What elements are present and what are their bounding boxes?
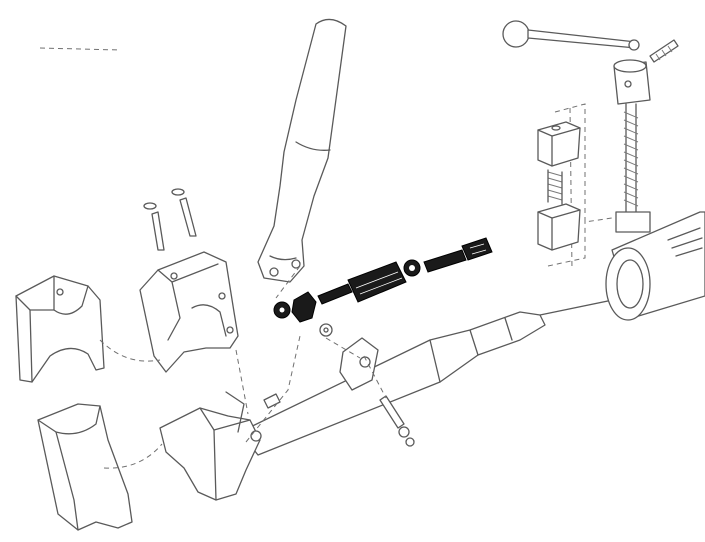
lever-housing [139,251,239,373]
lower-guide-block [537,203,581,251]
column-jacket [605,211,705,321]
lower-bracket [159,391,262,501]
shift-lever [257,18,347,283]
alignment-lines [39,47,387,469]
pivot-screws [143,188,197,251]
detent-spring-rod [613,59,651,233]
highlighted-detent-assembly [273,237,493,323]
small-nut [319,323,333,337]
lever-knob-rod [502,20,640,51]
pivot-pin [379,395,415,447]
shroud-upper-half [15,275,105,383]
tube-clip [263,393,281,409]
detent-spring [547,169,563,205]
upper-guide-block [537,121,581,167]
shroud-lower-half [37,403,133,531]
top-pin [649,39,679,63]
